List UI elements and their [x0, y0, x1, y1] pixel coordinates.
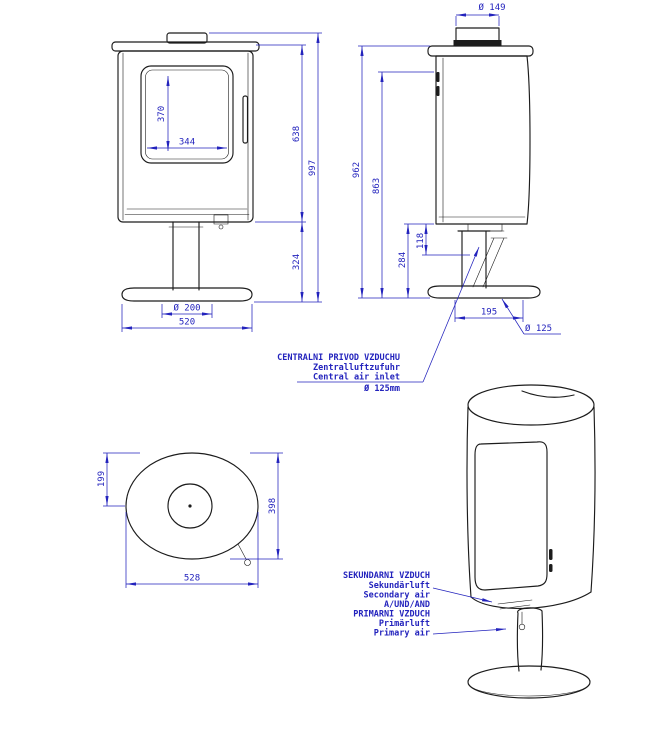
central-air-line3: Central air inlet	[313, 372, 400, 383]
dim-side-base-pipe: Ø 125	[501, 298, 561, 335]
air-callout-line2: Sekundärluft	[369, 581, 430, 591]
front-latch-knob	[218, 224, 224, 230]
dim-side-inlet-offset: 118	[416, 224, 470, 256]
dim-text-528: 528	[184, 574, 200, 584]
dim-text-638: 638	[292, 126, 302, 142]
persp-top-rim	[468, 406, 594, 426]
callout-central-air: CENTRALNI PRIVOD VZDUCHU Zentralluftzufu…	[277, 246, 480, 394]
side-air-box	[467, 223, 503, 232]
side-top-plate	[427, 45, 534, 57]
front-glass-frame	[140, 65, 234, 164]
air-callout-line3: Secondary air	[363, 590, 430, 601]
top-flue-circle	[167, 483, 213, 529]
dim-front-total-height: 997	[209, 32, 322, 303]
dim-text-370: 370	[157, 106, 167, 122]
air-callout-line6: Primärluft	[379, 618, 430, 629]
dim-front-glass-height: 370	[157, 76, 170, 151]
persp-top-ellipse	[467, 384, 595, 426]
central-air-line2: Zentralluftzufuhr	[313, 363, 400, 373]
top-center-mark	[188, 504, 192, 508]
dim-text-o125: Ø 125	[525, 323, 552, 334]
side-hinge-lower	[436, 86, 440, 96]
dim-text-195: 195	[481, 308, 497, 318]
dim-side-height-top: 962	[352, 45, 430, 299]
dim-text-398: 398	[268, 498, 278, 514]
dim-text-199: 199	[97, 471, 107, 487]
persp-pedestal	[516, 607, 544, 672]
dim-text-863: 863	[372, 178, 382, 194]
side-view: Ø 149 962 863 284 118 195	[277, 2, 561, 394]
central-air-line1: CENTRALNI PRIVOD VZDUCHU	[277, 353, 400, 363]
dim-front-pedestal-diameter: Ø 200	[161, 303, 213, 318]
persp-base-ellipse	[467, 665, 591, 699]
dim-text-118: 118	[416, 233, 426, 249]
central-air-leader	[422, 246, 480, 383]
dim-top-half-depth: 199	[97, 452, 140, 507]
front-body	[117, 50, 254, 223]
dim-text-997: 997	[308, 160, 318, 176]
persp-damper-knob	[518, 623, 526, 631]
side-flue-band	[453, 40, 502, 46]
air-callout-line7: Primary air	[374, 628, 430, 639]
side-air-pipe	[472, 237, 508, 288]
side-pedestal	[457, 230, 491, 289]
persp-flue-slot	[521, 390, 575, 398]
front-glass-inner	[145, 69, 229, 160]
perspective-view: SEKUNDARNI VZDUCH Sekundärluft Secondary…	[343, 384, 596, 699]
dim-text-344: 344	[179, 138, 195, 148]
secondary-air-leader	[432, 587, 493, 603]
top-body-outline	[125, 452, 259, 560]
persp-body-sides	[466, 406, 596, 598]
dim-top-depth: 398	[230, 452, 283, 560]
dim-front-pedestal-height: 324	[292, 222, 304, 302]
top-handle-knob	[244, 559, 251, 566]
front-view: 370 344 638 324 997 Ø 200 520	[111, 32, 322, 332]
dim-front-body-height: 638	[255, 44, 306, 223]
front-top-cap	[166, 32, 208, 44]
front-pedestal	[172, 221, 200, 291]
side-base-plate	[427, 285, 541, 299]
dim-front-glass-width: 344	[147, 138, 227, 150]
air-callout-line5: PRIMARNI VZDUCH	[353, 610, 430, 620]
dim-text-o149: Ø 149	[478, 2, 505, 13]
persp-air-controls	[497, 599, 533, 625]
dim-front-base-width: 520	[121, 304, 253, 332]
persp-base-rim	[467, 683, 591, 697]
dim-text-520: 520	[179, 318, 195, 328]
persp-glass-door	[474, 441, 548, 591]
persp-door-handle	[549, 549, 553, 560]
dim-top-width: 528	[125, 512, 259, 588]
top-view: 199 398 528	[97, 452, 283, 588]
central-air-line4: Ø 125mm	[363, 383, 400, 394]
callout-secondary-primary: SEKUNDARNI VZDUCH Sekundärluft Secondary…	[343, 571, 507, 639]
dim-side-height-shoulder: 863	[372, 71, 434, 298]
side-hinge-upper	[436, 72, 440, 82]
persp-door-latch	[549, 564, 553, 572]
top-handle-line	[237, 543, 247, 560]
dim-text-962: 962	[352, 162, 362, 178]
dim-text-284: 284	[398, 252, 408, 268]
side-body-details	[438, 57, 526, 232]
air-callout-line1: SEKUNDARNI VZDUCH	[343, 571, 430, 581]
primary-air-leader	[432, 628, 507, 635]
side-body	[435, 55, 531, 225]
dim-text-324: 324	[292, 254, 302, 270]
front-door-handle	[242, 95, 249, 144]
dim-side-flue-diameter: Ø 149	[455, 2, 506, 26]
air-callout-line4: A/UND/AND	[384, 600, 430, 610]
dim-side-inlet-height: 284	[398, 223, 434, 298]
dim-text-o200: Ø 200	[173, 303, 200, 314]
dim-side-inlet-depth: 195	[454, 300, 524, 322]
front-base-plate	[121, 287, 253, 302]
